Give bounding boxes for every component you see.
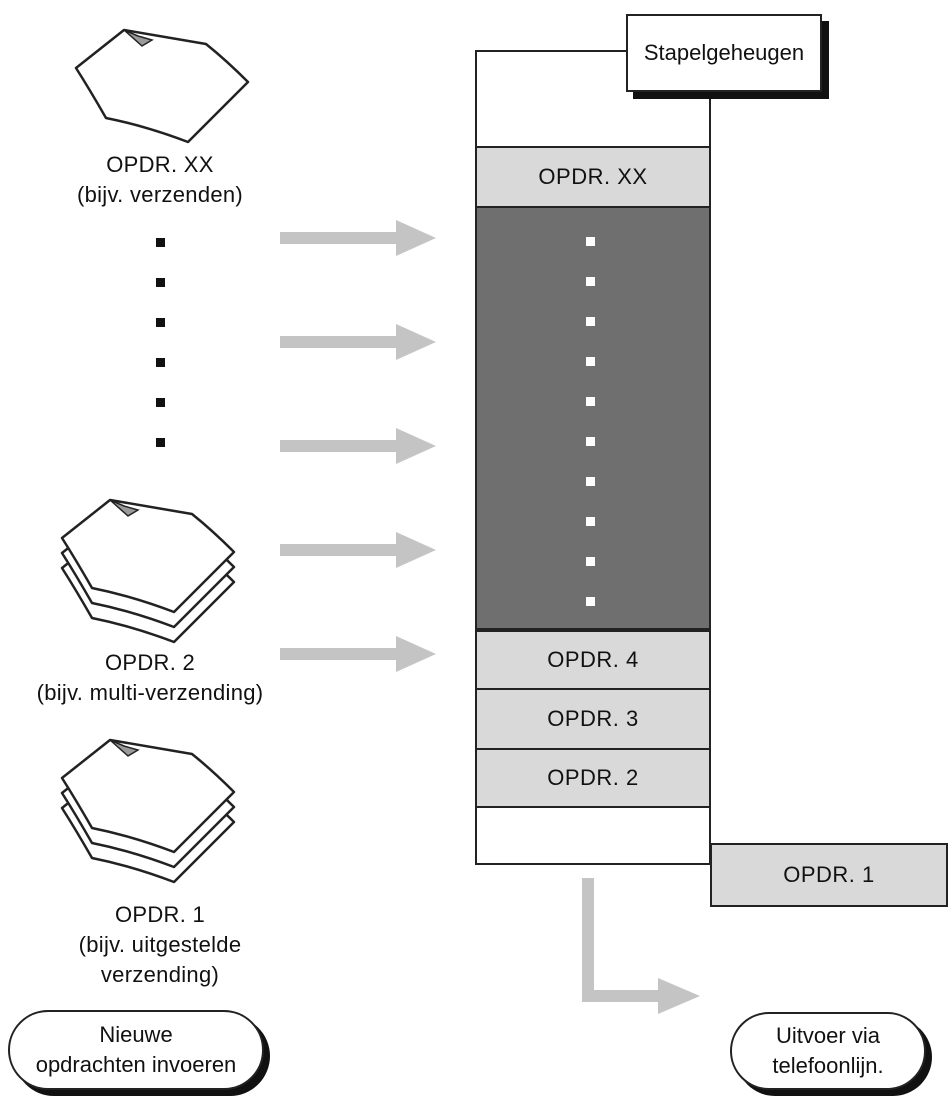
document-label-1-example: (bijv. uitgestelde — [78, 932, 242, 957]
stack-slot-xx: OPDR. XX — [475, 146, 711, 208]
continuation-dot — [156, 438, 165, 447]
stack-slot-4-label: OPDR. 4 — [547, 647, 639, 672]
queue-dot — [586, 517, 595, 526]
input-arrow — [280, 428, 436, 464]
queue-dot — [586, 357, 595, 366]
queue-dot — [586, 277, 595, 286]
document-stack-icon — [60, 498, 236, 644]
document-stack-icon — [60, 738, 236, 884]
queue-dot — [586, 317, 595, 326]
document-label-2: OPDR. 2 (bijv. multi-verzending) — [10, 648, 290, 708]
document-label-xx-example: (bijv. verzenden) — [76, 182, 244, 207]
document-label-xx-title: OPDR. XX — [106, 152, 214, 177]
document-label-1: OPDR. 1 (bijv. uitgestelde verzending) — [30, 900, 290, 990]
phone-line-output-line2: telefoonlijn. — [772, 1053, 884, 1078]
input-arrow — [280, 636, 436, 672]
stack-memory-title: Stapelgeheugen — [626, 14, 822, 92]
queue-dot — [586, 437, 595, 446]
input-arrow — [280, 220, 436, 256]
stack-slot-3-label: OPDR. 3 — [547, 706, 639, 731]
queue-dot — [586, 557, 595, 566]
new-jobs-input-line2: opdrachten invoeren — [35, 1052, 237, 1077]
queue-dot — [586, 237, 595, 246]
continuation-dot — [156, 318, 165, 327]
continuation-dot — [156, 278, 165, 287]
stack-memory-title-text: Stapelgeheugen — [643, 40, 805, 65]
output-job-box: OPDR. 1 — [710, 843, 948, 907]
output-arrow — [582, 878, 700, 1014]
document-label-xx: OPDR. XX (bijv. verzenden) — [30, 150, 290, 210]
document-label-2-example: (bijv. multi-verzending) — [36, 680, 264, 705]
continuation-dot — [156, 238, 165, 247]
queue-dot — [586, 477, 595, 486]
stack-slot-2-label: OPDR. 2 — [547, 765, 639, 790]
stack-slot-xx-label: OPDR. XX — [538, 164, 648, 189]
stack-slot-2: OPDR. 2 — [475, 748, 711, 808]
output-job-label: OPDR. 1 — [783, 862, 875, 887]
continuation-dot — [156, 398, 165, 407]
document-label-1-title: OPDR. 1 — [114, 902, 206, 927]
continuation-dot — [156, 358, 165, 367]
document-label-2-title: OPDR. 2 — [104, 650, 196, 675]
queue-dot — [586, 597, 595, 606]
new-jobs-input-line1: Nieuwe — [99, 1022, 173, 1047]
phone-line-output-line1: Uitvoer via — [776, 1023, 880, 1048]
input-arrow — [280, 532, 436, 568]
input-arrow — [280, 324, 436, 360]
document-single-icon — [74, 28, 250, 144]
phone-line-output-button[interactable]: Uitvoer via telefoonlijn. — [730, 1012, 926, 1090]
queue-dot — [586, 397, 595, 406]
new-jobs-input-button[interactable]: Nieuwe opdrachten invoeren — [8, 1010, 264, 1090]
document-label-1-example-cont: verzending) — [100, 962, 220, 987]
